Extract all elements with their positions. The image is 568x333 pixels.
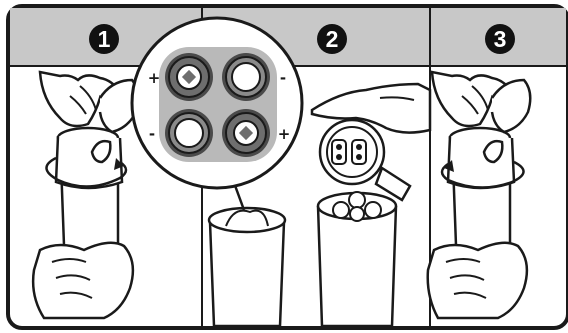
tube-2-open bbox=[208, 221, 286, 328]
rotation-arrow-3 bbox=[440, 160, 525, 189]
rotation-arrow-1 bbox=[45, 156, 128, 188]
hand-lower-3 bbox=[426, 241, 529, 320]
battery-top-right bbox=[222, 53, 270, 101]
step-2-badge bbox=[317, 24, 347, 54]
cap-3 bbox=[446, 135, 516, 190]
step-3-number: 3 bbox=[494, 26, 507, 52]
battery-orientation-diagram: + - - + bbox=[130, 16, 304, 190]
step-2-panel: 2 bbox=[207, 24, 432, 328]
battery-top-left bbox=[165, 53, 213, 101]
step-1-panel: 1 bbox=[31, 24, 140, 320]
step-3-badge bbox=[485, 24, 515, 54]
polarity-top-left: + bbox=[148, 69, 161, 87]
step-2-number: 2 bbox=[326, 26, 339, 52]
polarity-bottom-left: - bbox=[149, 125, 155, 143]
hand-lower-1 bbox=[31, 241, 135, 320]
hand-2 bbox=[310, 82, 432, 134]
step-3-panel: 3 bbox=[426, 24, 532, 320]
tube-2-batteries bbox=[316, 205, 398, 328]
polarity-top-right: - bbox=[280, 69, 286, 87]
battery-bottom-left bbox=[165, 109, 213, 157]
step-1-number: 1 bbox=[98, 26, 111, 52]
battery-bottom-right bbox=[222, 109, 270, 157]
polarity-bottom-right: + bbox=[278, 125, 291, 143]
step-1-badge bbox=[89, 24, 119, 54]
